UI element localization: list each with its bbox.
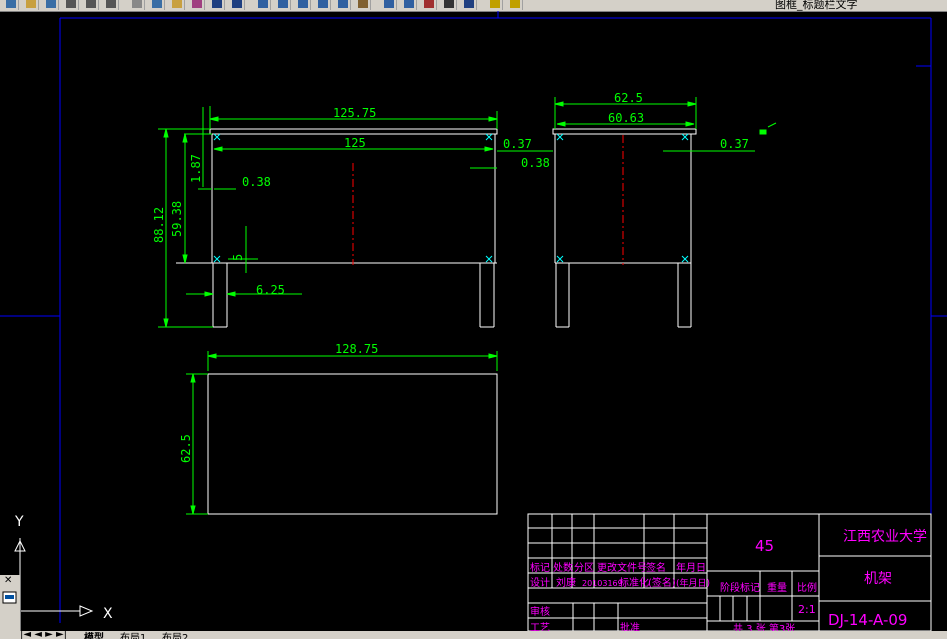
drawing-border [0,11,947,623]
sheetset-icon[interactable] [402,0,417,10]
tb-material: 45 [755,537,774,555]
tb-design-4: (签名) [648,576,676,589]
print-icon[interactable] [64,0,79,10]
tb-drawing-no: DJ-14-A-09 [828,611,907,629]
tb-scale: 2:1 [798,603,816,616]
tab-nav-arrows[interactable]: |◄ ◄ ► ►| [20,631,68,639]
front-view [176,128,498,328]
redo-icon[interactable] [230,0,245,10]
tb-design-3: 标准化 [619,576,649,589]
preview-icon[interactable] [84,0,99,10]
ucs-y-label: Y [14,514,24,530]
paste-icon[interactable] [170,0,185,10]
dim-front-offset-1: 0.37 [503,137,532,151]
tb-header-3: 更改文件号 [597,561,647,574]
weld-marks [213,133,689,263]
layer-dropdown[interactable]: 图框_标题栏文字 [775,0,858,11]
dim-overall-height: 88.12 [152,207,166,243]
pan-icon[interactable] [256,0,271,10]
tb-header-2: 分区 [574,562,594,574]
properties-icon[interactable] [336,0,351,10]
zoom-window-icon[interactable] [296,0,311,10]
standard-toolbar: 图框_标题栏文字 [0,0,947,12]
ucs-icon [14,538,94,617]
designcenter-icon[interactable] [356,0,371,10]
layer-manager-icon[interactable] [488,0,503,10]
palette-panel[interactable]: ✕ [0,575,21,631]
tb-design-5: (年月日) [676,577,710,589]
zoom-previous-icon[interactable] [316,0,331,10]
dim-top-thickness: 1.87 [189,154,203,183]
tab-layout1[interactable]: 布局1 [120,633,147,639]
new-icon[interactable] [4,0,19,10]
dim-plan-width: 128.75 [335,342,378,356]
tb-design-0: 设计 [530,576,550,589]
dim-front-offset-2: 0.38 [521,156,550,170]
tb-header-0: 标记 [530,562,550,574]
open-icon[interactable] [24,0,39,10]
tb-header-4: 签名 [646,561,666,574]
layer-state-icon[interactable] [508,0,523,10]
dim-leg-width: 6.25 [256,283,285,297]
title-block [527,513,932,631]
side-view [552,128,697,328]
tb-design-2: 20103169 [582,579,623,588]
palette-icon[interactable] [2,591,18,605]
dim-side-top-width: 62.5 [614,91,643,105]
tb-process: 工艺 [530,622,550,631]
dim-side-offset: 0.37 [720,137,749,151]
tb-approve: 批准 [620,621,640,631]
ucs-x-label: X [103,606,113,622]
help-icon[interactable] [462,0,477,10]
copy-icon[interactable] [150,0,165,10]
save-icon[interactable] [44,0,59,10]
matchprop-icon[interactable] [190,0,205,10]
close-icon[interactable]: ✕ [4,575,13,586]
markup-icon[interactable] [422,0,437,10]
dim-plan-depth: 62.5 [179,434,193,463]
zoom-realtime-icon[interactable] [276,0,291,10]
tab-model[interactable]: 模型 [84,633,104,639]
plot-icon[interactable] [104,0,119,10]
dim-front-inner-width: 125 [344,136,366,150]
tb-part-name: 机架 [864,571,892,587]
dim-body-height: 59.38 [170,201,184,237]
tb-scale-label: 比例 [797,581,817,594]
tb-school: 江西农业大学 [843,529,927,545]
dim-side-inner-width: 60.63 [608,111,644,125]
tb-review: 审核 [530,605,550,618]
tab-layout2[interactable]: 布局2 [162,633,189,639]
dim-front-side-offset: 0.38 [242,175,271,189]
tb-design-1: 刘康 [556,576,576,589]
undo-icon[interactable] [210,0,225,10]
tb-stage: 阶段标记 [720,581,760,594]
layout-tabs: |◄ ◄ ► ►| 模型 布局1 布局2 [0,631,947,639]
dim-front-top-width: 125.75 [333,106,376,120]
toolpalette-icon[interactable] [382,0,397,10]
dimension-lines [158,97,777,515]
dim-leg-step: 5 [231,254,245,261]
plan-view [207,373,498,515]
tb-header-1: 处数 [553,561,573,574]
tb-header-5: 年月日 [676,561,706,574]
tb-weight: 重量 [767,581,787,594]
calc-icon[interactable] [442,0,457,10]
drawing-canvas[interactable]: 125.75 125 0.37 0.38 0.38 6.25 62.5 60.6… [0,11,947,631]
dimension-texts: 125.75 125 0.37 0.38 0.38 6.25 62.5 60.6… [152,91,749,463]
cut-icon[interactable] [130,0,145,10]
tb-sheets: 共 3 张 第3张 [733,622,795,631]
